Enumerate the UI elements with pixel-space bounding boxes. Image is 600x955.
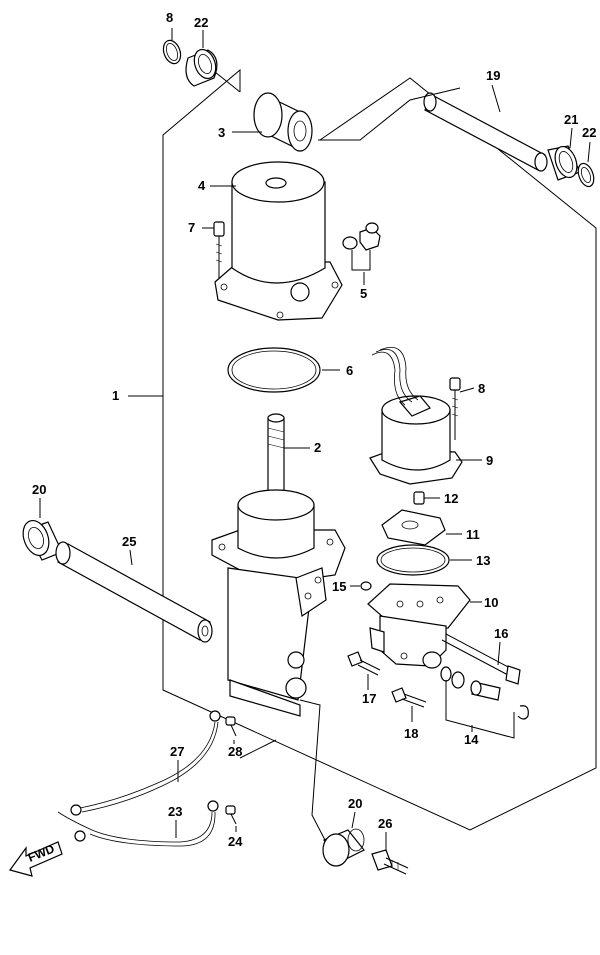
bolt-part-18 xyxy=(391,687,427,708)
callout-21-left: 22 xyxy=(194,15,208,30)
callout-6: 6 xyxy=(346,363,353,378)
fwd-arrow: FWD xyxy=(9,841,63,877)
callout-11: 11 xyxy=(466,527,480,542)
callout-22-right: 22 xyxy=(582,125,596,140)
assembly-outline xyxy=(162,68,597,831)
callout-26: 26 xyxy=(378,816,392,831)
callout-27: 27 xyxy=(170,744,184,759)
bushing-part-3 xyxy=(253,92,313,152)
callout-17: 17 xyxy=(362,691,376,706)
callout-1: 1 xyxy=(112,388,119,403)
callout-7: 7 xyxy=(188,220,195,235)
callout-19: 19 xyxy=(486,68,500,83)
snap-ring-part-22-left xyxy=(162,39,182,65)
bolt-part-17 xyxy=(347,651,381,676)
callout-23: 23 xyxy=(168,804,182,819)
screw-part-24 xyxy=(225,805,237,825)
pin-part-19 xyxy=(423,92,548,172)
o-ring-part-13 xyxy=(376,544,450,576)
valve-kit-part-14 xyxy=(440,666,529,720)
callout-15: 15 xyxy=(332,579,346,594)
pin-part-25 xyxy=(55,541,213,643)
callout-12: 12 xyxy=(444,491,458,506)
callout-21-right: 21 xyxy=(564,112,578,127)
o-ring-part-6 xyxy=(227,347,321,393)
callout-16: 16 xyxy=(494,626,508,641)
callout-4: 4 xyxy=(198,178,206,193)
ground-wire-part-27 xyxy=(70,710,221,816)
callout-5: 5 xyxy=(360,286,367,301)
pump-plate-part-11 xyxy=(381,509,446,546)
callout-25: 25 xyxy=(122,534,136,549)
bolt-part-16 xyxy=(441,633,521,685)
callout-20-bottom: 20 xyxy=(348,796,362,811)
callout-20-left: 20 xyxy=(32,482,46,497)
coupling-part-12 xyxy=(413,491,425,505)
pump-body-part-10 xyxy=(367,583,471,669)
callout-22-left: 8 xyxy=(166,10,173,25)
callout-14: 14 xyxy=(464,732,479,747)
snap-ring-part-22-right xyxy=(577,162,595,188)
o-ring-part-15 xyxy=(360,581,372,591)
fill-plug-part-5 xyxy=(342,222,381,251)
ground-wire-part-23 xyxy=(57,800,219,847)
bushing-part-20-bottom xyxy=(322,828,365,867)
callout-28: 28 xyxy=(228,744,242,759)
bushing-part-21-left xyxy=(185,48,218,87)
bushing-part-20-left xyxy=(22,519,63,561)
callout-13: 13 xyxy=(476,553,490,568)
bolt-part-8 xyxy=(449,377,461,440)
callout-24: 24 xyxy=(228,834,243,849)
bushing-part-21-right xyxy=(547,145,581,181)
callout-9: 9 xyxy=(486,453,493,468)
callout-8: 8 xyxy=(478,381,485,396)
screw-part-28 xyxy=(225,716,237,737)
callout-18: 18 xyxy=(404,726,418,741)
reservoir-part-4 xyxy=(214,161,343,321)
callout-3: 3 xyxy=(218,125,225,140)
bolt-part-26 xyxy=(371,849,409,875)
motor-part-9 xyxy=(369,346,463,485)
callout-2: 2 xyxy=(314,440,321,455)
cylinder-body-part-2 xyxy=(211,413,346,717)
bolt-part-7 xyxy=(213,221,225,278)
callout-10: 10 xyxy=(484,595,498,610)
